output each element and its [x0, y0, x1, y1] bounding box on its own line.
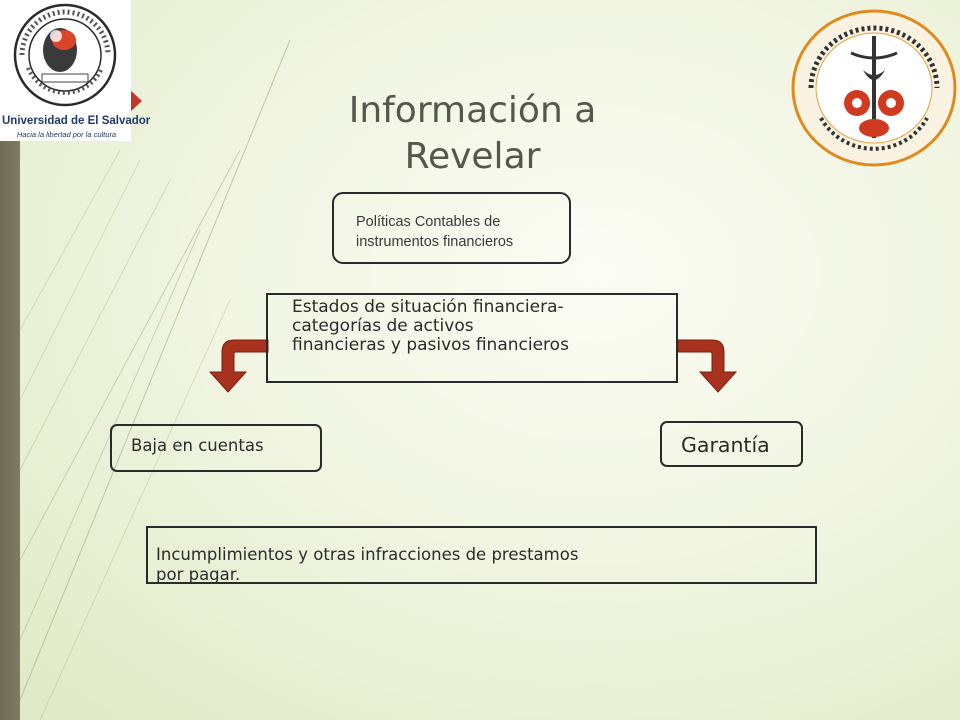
defaults-line-1: Incumplimientos y otras infracciones de … [156, 545, 579, 564]
university-logo: Universidad de El Salvador Hacia la libe… [0, 0, 151, 141]
derecognition-label: Baja en cuentas [131, 436, 264, 455]
statements-line-1: Estados de situación financiera- [292, 297, 564, 317]
title-line-1: Información a [348, 90, 597, 131]
defaults-line-2: por pagar. [156, 565, 241, 584]
title-line-2: Revelar [404, 136, 541, 177]
university-name: Universidad de El Salvador [2, 115, 151, 127]
slide-title: Información a Revelar [300, 88, 645, 180]
collateral-label: Garantía [681, 433, 770, 457]
statements-line-3: financieras y pasivos financieros [292, 335, 569, 355]
curved-arrow-right-icon [677, 339, 738, 393]
policies-line-1: Políticas Contables de [356, 214, 501, 230]
curved-arrow-left-icon [208, 339, 269, 393]
financial-statements-box: Estados de situación financiera- categor… [266, 293, 678, 383]
statements-line-2: categorías de activos [292, 316, 474, 336]
collateral-box: Garantía [660, 421, 803, 467]
policies-line-2: instrumentos financieros [356, 234, 514, 250]
defaults-box: Incumplimientos y otras infracciones de … [146, 526, 817, 584]
university-seal-icon [13, 3, 117, 107]
left-sidebar-bar [0, 0, 20, 720]
faculty-seal-icon [791, 9, 957, 167]
accent-arrow-icon [128, 88, 142, 114]
derecognition-box: Baja en cuentas [110, 424, 322, 472]
university-motto: Hacia la libertad por la cultura [16, 130, 117, 139]
accounting-policies-box: Políticas Contables de instrumentos fina… [332, 192, 571, 264]
